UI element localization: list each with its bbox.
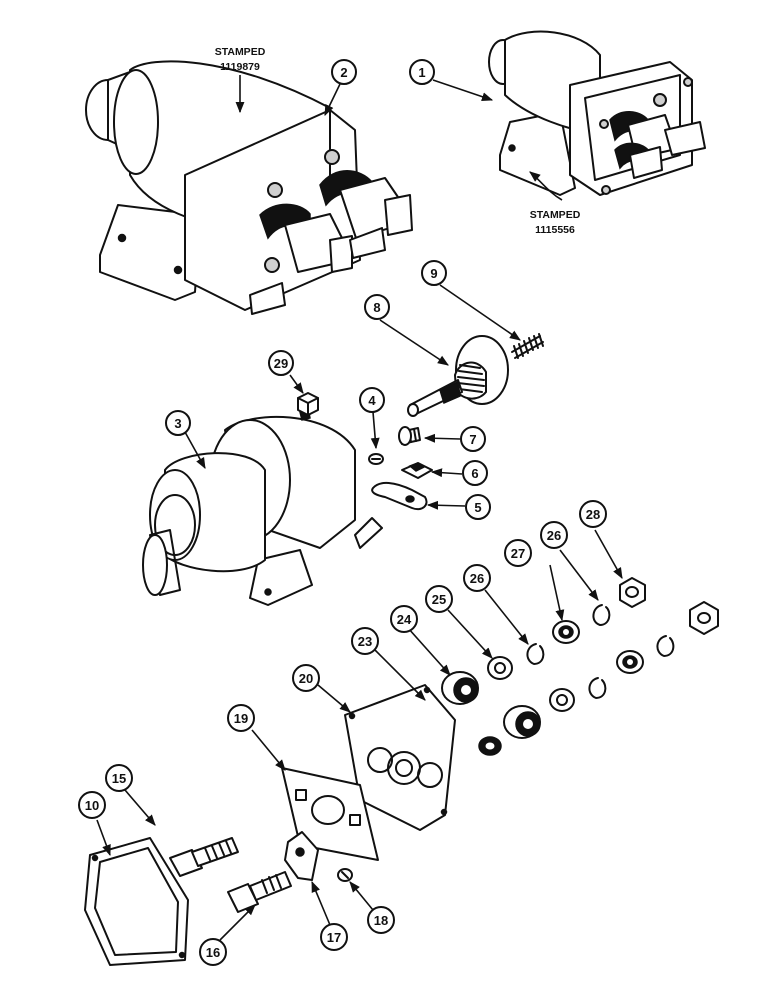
plunger-part-8 [407, 335, 509, 417]
bushing-part-24 [441, 671, 479, 705]
callout-1-label: 1 [418, 65, 425, 80]
callout-16-label: 16 [206, 945, 220, 960]
callout-9-label: 9 [430, 266, 437, 281]
lockwasher-part-26b [592, 604, 611, 626]
solenoid-part-1 [488, 30, 706, 196]
callout-10: 10 [78, 791, 106, 819]
callout-6: 6 [462, 460, 488, 486]
callout-19: 19 [227, 704, 255, 732]
callout-1: 1 [409, 59, 435, 85]
callout-8-label: 8 [373, 300, 380, 315]
callout-25-label: 25 [432, 592, 446, 607]
strap-part-17 [284, 831, 319, 881]
callout-20-label: 20 [299, 671, 313, 686]
spring-part-9 [511, 333, 544, 359]
callout-27-label: 27 [511, 546, 525, 561]
nut-part-27 [552, 620, 580, 644]
terminal-part-5 [371, 482, 428, 511]
callout-28: 28 [579, 500, 607, 528]
callout-9: 9 [421, 260, 447, 286]
stamp-label-part-1-line1: STAMPED [530, 209, 581, 221]
callout-29: 29 [268, 350, 294, 376]
clip-part-6 [401, 462, 433, 479]
callout-7: 7 [460, 426, 486, 452]
nut-part-28 [619, 577, 646, 608]
stamp-arrow-part-1 [529, 171, 563, 201]
bolt-part-15 [169, 837, 239, 877]
callout-4: 4 [359, 387, 385, 413]
callout-23: 23 [351, 627, 379, 655]
callout-27: 27 [504, 539, 532, 567]
callout-15-label: 15 [112, 771, 126, 786]
screw-part-4 [368, 453, 384, 465]
callout-5: 5 [465, 494, 491, 520]
callout-3: 3 [165, 410, 191, 436]
callout-17: 17 [320, 923, 348, 951]
callout-26a: 26 [463, 564, 491, 592]
callout-5-label: 5 [474, 500, 481, 515]
callout-25: 25 [425, 585, 453, 613]
callout-24: 24 [390, 605, 418, 633]
callout-23-label: 23 [358, 634, 372, 649]
callout-20: 20 [292, 664, 320, 692]
callout-6-label: 6 [471, 466, 478, 481]
hardware-row-2 [478, 601, 719, 756]
callout-16: 16 [199, 938, 227, 966]
callout-18-label: 18 [374, 913, 388, 928]
callout-4-label: 4 [368, 393, 376, 408]
callout-19-label: 19 [234, 711, 248, 726]
solenoid-body-part-3 [142, 406, 383, 606]
callout-29-label: 29 [274, 356, 288, 371]
lockwasher-part-26a [526, 643, 545, 665]
washer-part-25 [487, 656, 513, 680]
callout-18: 18 [367, 906, 395, 934]
callout-2-label: 2 [340, 65, 347, 80]
callout-7-label: 7 [469, 432, 476, 447]
callout-26a-label: 26 [470, 571, 484, 586]
screw-part-18 [337, 868, 353, 882]
gasket-part-10 [84, 837, 189, 966]
screw-part-7 [398, 426, 421, 446]
callout-26b: 26 [540, 521, 568, 549]
callout-10-label: 10 [85, 798, 99, 813]
stamp-label-part-2-line1: STAMPED [215, 46, 266, 58]
callout-8: 8 [364, 294, 390, 320]
stamp-label-part-2-line2: 1119879 [220, 61, 260, 73]
bolt-part-16 [227, 871, 292, 913]
callout-3-label: 3 [174, 416, 181, 431]
callout-2: 2 [331, 59, 357, 85]
callout-28-label: 28 [586, 507, 600, 522]
solenoid-part-2 [85, 60, 413, 315]
callout-17-label: 17 [327, 930, 341, 945]
stamp-label-part-1-line2: 1115556 [535, 224, 575, 236]
callout-leaders [96, 79, 623, 941]
callout-26b-label: 26 [547, 528, 561, 543]
nut-part-29 [297, 392, 319, 416]
callout-24-label: 24 [397, 612, 412, 627]
callout-15: 15 [105, 764, 133, 792]
